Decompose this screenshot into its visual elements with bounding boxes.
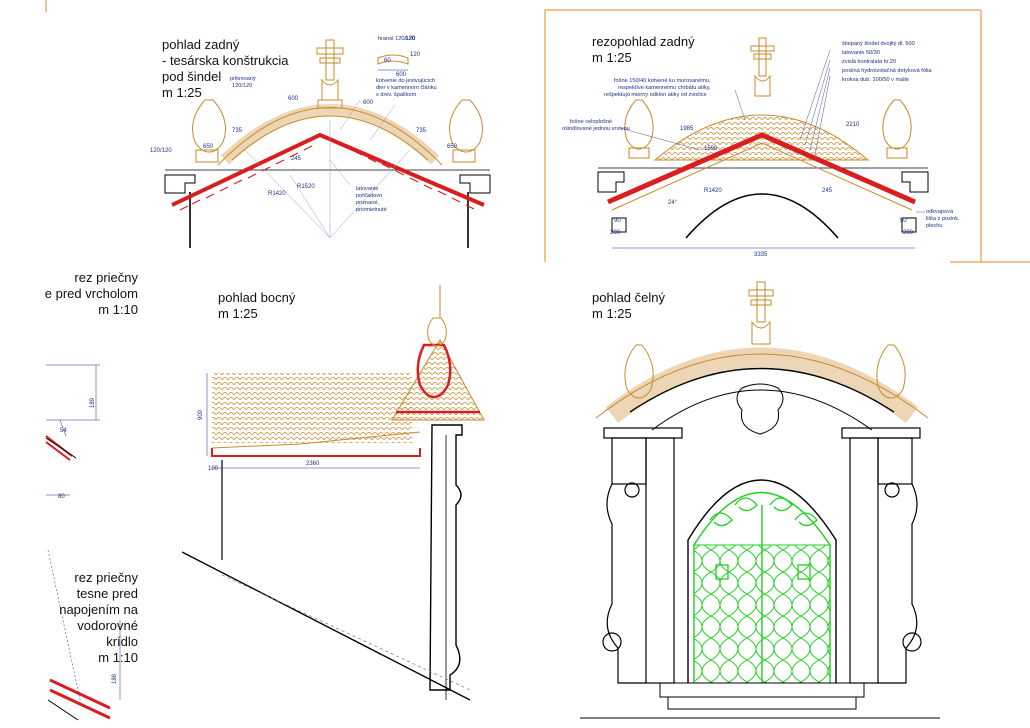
dim-600-c: 600 — [396, 72, 407, 78]
svg-text:štiepaný šindel dvojitý dl. 50: štiepaný šindel dvojitý dl. 500latovanie… — [842, 41, 932, 83]
note-prikresany-2: 120/120 — [232, 83, 252, 89]
dim-600-a: 600 — [288, 96, 299, 102]
dim-650-b: 650 — [447, 144, 458, 150]
dim-900: 900 — [198, 409, 204, 420]
cross-section-junction-title: rez priečny tesne pred napojením na vodo… — [59, 570, 138, 665]
dim-735-b: 735 — [416, 128, 427, 134]
dim-2210: 2210 — [846, 122, 860, 128]
section-view-drawing — [597, 37, 929, 249]
dim-100: 100 — [208, 466, 219, 472]
sheet-frame — [45, 0, 1030, 263]
note-prikresany-1: prikresaný — [230, 76, 256, 82]
dim-2360: 2360 — [306, 461, 320, 467]
cross-section-dims: 189 54 80 188 — [58, 397, 118, 684]
dim-80: 80 — [58, 494, 65, 500]
dim-r1420: R1420 — [268, 191, 286, 197]
back-view-title: pohlad zadný - tesárska konštrukcia pod … — [162, 37, 289, 100]
dim-245: 245 — [291, 156, 302, 162]
dim-90: 90 — [614, 218, 621, 224]
dim-1590: 1590 — [704, 146, 718, 152]
dim-3335: 3335 — [754, 252, 768, 258]
note-hranol: hranol 120/120 — [378, 36, 415, 42]
note-120-120: 120/120 — [150, 148, 172, 154]
dim-189: 189 — [90, 397, 96, 408]
front-view-title: pohlad čelný m 1:25 — [592, 290, 665, 321]
dim-735-a: 735 — [232, 128, 243, 134]
side-view-title: pohlad bocný m 1:25 — [218, 290, 296, 321]
dim-24deg: 24° — [668, 200, 678, 206]
dim-200-a: 200 — [610, 230, 621, 236]
side-view-drawing — [181, 285, 485, 701]
cross-section-top-drawing — [45, 364, 121, 721]
svg-text:fošne 150/40 kotvené ku murova: fošne 150/40 kotvené ku murovanému,respe… — [604, 78, 711, 98]
section-view-notes: fošne 150/40 kotvené ku murovanému,respe… — [562, 41, 960, 258]
front-view-drawing — [580, 281, 940, 719]
dim-245-s: 245 — [822, 188, 833, 194]
back-view-drawing — [164, 39, 491, 248]
side-view-dims: 900 2360 100 — [198, 409, 320, 472]
dim-650-a: 650 — [203, 144, 214, 150]
dim-60: 60 — [384, 58, 391, 64]
dim-r1420-s: R1420 — [704, 188, 722, 194]
dim-120-a: 120 — [405, 36, 416, 42]
dim-188: 188 — [112, 673, 118, 684]
dim-200-b: 200 — [903, 230, 914, 236]
dim-r1520: R1520 — [297, 184, 315, 190]
section-view-title: rezopohlad zadný m 1:25 — [592, 34, 695, 65]
dim-54: 54 — [60, 428, 67, 434]
dim-1985: 1985 — [680, 126, 694, 132]
dim-50: 50 — [900, 218, 907, 224]
cross-section-top-title: rez priečny e pred vrcholom m 1:10 — [44, 270, 138, 317]
dim-600-b: 600 — [363, 100, 374, 106]
dim-120-b: 120 — [410, 52, 421, 58]
